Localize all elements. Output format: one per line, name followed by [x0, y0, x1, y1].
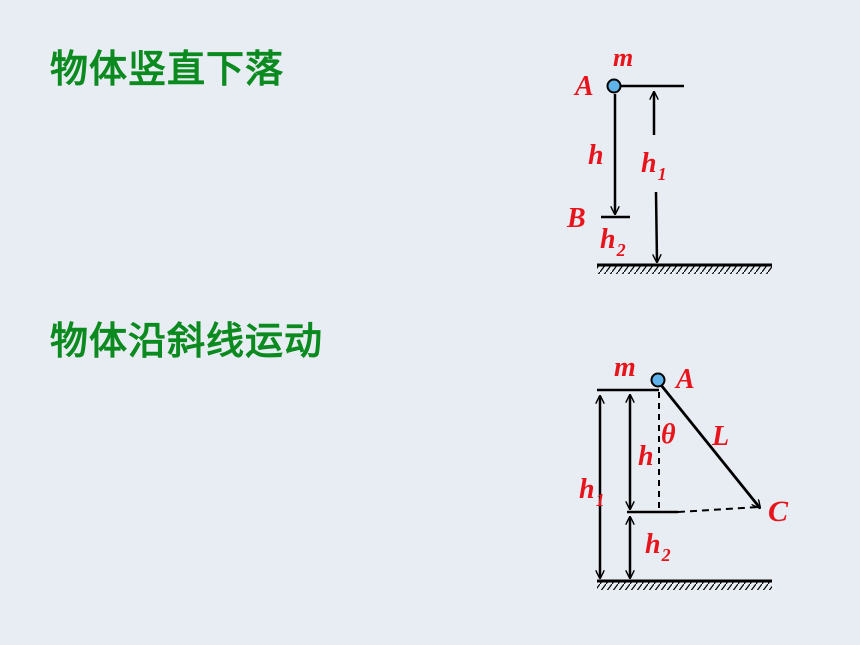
height-h-label: h — [638, 441, 654, 472]
incline-motion-diagram: m A θ L h h1 C h2 — [579, 352, 789, 590]
vertical-fall-diagram: m A h h1 B h2 — [566, 43, 772, 274]
height-h2-label: h2 — [645, 529, 671, 565]
point-a-label: A — [674, 364, 695, 395]
height-h-label: h — [588, 140, 604, 171]
ball-icon — [606, 78, 622, 94]
mass-label: m — [613, 43, 633, 72]
point-b-label: B — [566, 203, 586, 234]
mass-label: m — [614, 352, 636, 383]
heading-incline-motion: 物体沿斜线运动 — [50, 319, 324, 363]
dashed-horizontal-line — [677, 506, 759, 513]
angle-theta-label: θ — [661, 419, 676, 450]
ball-icon — [650, 372, 666, 388]
height-h2-label: h2 — [600, 224, 626, 260]
height-h1-label: h1 — [641, 148, 667, 184]
ground-hatch — [597, 266, 772, 274]
height-h1-label: h1 — [579, 474, 605, 510]
incline-arrow-l — [659, 384, 760, 508]
ground-hatch — [597, 582, 772, 590]
heading-vertical-fall: 物体竖直下落 — [50, 47, 285, 91]
length-l-label: L — [711, 421, 729, 452]
arrow-h1-down — [656, 191, 657, 262]
point-a-label: A — [573, 71, 594, 102]
point-c-label: C — [768, 495, 789, 528]
